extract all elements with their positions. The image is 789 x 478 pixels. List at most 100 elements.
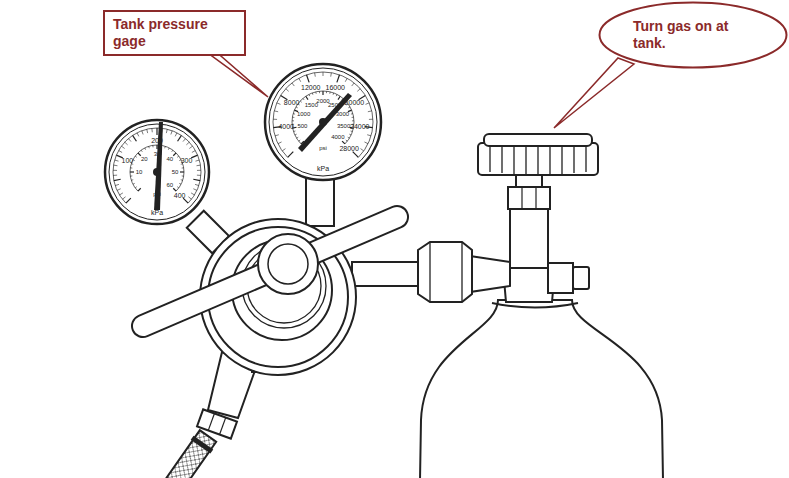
gauge-tick bbox=[365, 103, 369, 105]
gauge-tick bbox=[195, 160, 199, 161]
gauge-tick bbox=[275, 135, 279, 136]
gauge-tick bbox=[282, 149, 285, 151]
gauge-tick bbox=[188, 197, 191, 199]
gauge-tick bbox=[297, 137, 299, 138]
gauge-tick bbox=[133, 135, 137, 141]
gauge-tick bbox=[348, 137, 350, 138]
gauge-tick bbox=[119, 193, 122, 195]
gauge-tick bbox=[173, 153, 176, 156]
dial-number: 1500 bbox=[305, 102, 318, 108]
dial-number: 400 bbox=[174, 191, 186, 198]
gauge-tick bbox=[171, 131, 172, 135]
gauge-tick bbox=[178, 135, 182, 141]
dial-number: kPa bbox=[151, 209, 163, 216]
gauge-tick bbox=[314, 73, 316, 77]
gauge-tick bbox=[288, 152, 294, 158]
gauge-tick bbox=[277, 103, 281, 105]
tank-valve bbox=[573, 267, 589, 289]
gas-tank bbox=[492, 303, 578, 308]
gauge-needles bbox=[298, 93, 352, 152]
inlet-connection bbox=[429, 242, 430, 302]
gauge-tick bbox=[345, 78, 347, 82]
gauge-needles bbox=[154, 122, 163, 210]
regulator-handle bbox=[258, 234, 318, 294]
valve-knob bbox=[490, 147, 586, 174]
tank-valve bbox=[508, 187, 550, 209]
gauge-stems bbox=[306, 176, 334, 226]
regulator-handle bbox=[268, 244, 308, 284]
regulator-handle bbox=[143, 217, 397, 326]
inlet-connection bbox=[352, 262, 420, 286]
dial-number: kPa bbox=[317, 165, 329, 172]
gas-tank bbox=[420, 300, 663, 478]
outlet-fitting bbox=[208, 413, 214, 430]
gauge-tick bbox=[119, 151, 122, 153]
dial-number: 2000 bbox=[316, 98, 329, 104]
dial-number: 12000 bbox=[301, 84, 320, 91]
gauge-tick bbox=[183, 198, 188, 203]
gauge-tick bbox=[114, 165, 118, 167]
gauge-tick bbox=[166, 129, 168, 133]
gauge-tick bbox=[180, 171, 184, 172]
gauge-tick bbox=[121, 146, 124, 148]
gauge-tick bbox=[137, 133, 139, 137]
outlet-fitting bbox=[220, 418, 226, 435]
valve-knob bbox=[478, 134, 598, 175]
dial-number: 50 bbox=[172, 169, 179, 175]
tank-valve bbox=[548, 263, 573, 293]
dial-number: 300 bbox=[181, 156, 193, 163]
callout-bubble: Turn gas on at tank. bbox=[598, 1, 788, 69]
braided-hose bbox=[191, 436, 214, 454]
dial-number: 500 bbox=[297, 123, 307, 129]
dial-number: 1000 bbox=[297, 111, 310, 117]
gauge-tick bbox=[113, 175, 117, 176]
gauge-tick bbox=[353, 152, 359, 158]
gas-tank bbox=[420, 300, 663, 478]
gauge-tick bbox=[286, 89, 289, 92]
dial-number: 4000 bbox=[331, 134, 344, 140]
tank-pressure-gauge bbox=[269, 68, 377, 176]
gauge-needles bbox=[153, 93, 352, 210]
valve-knob bbox=[478, 143, 598, 175]
gauge-needles bbox=[153, 168, 161, 176]
gauge-tick bbox=[173, 188, 176, 191]
dial-number: 20000 bbox=[345, 99, 364, 106]
dial-number: 3000 bbox=[336, 111, 349, 117]
dial-number: psi bbox=[153, 191, 161, 197]
tank-pressure-gauge bbox=[265, 64, 381, 180]
gauge-tick bbox=[306, 75, 309, 83]
gauge-tick bbox=[352, 83, 354, 86]
dial-number: 28000 bbox=[339, 145, 358, 152]
gauge-tick bbox=[292, 83, 294, 86]
gauge-tick bbox=[156, 145, 157, 149]
gauge-tick bbox=[151, 128, 152, 132]
gauge-tick bbox=[197, 175, 201, 176]
gauge-tick bbox=[364, 142, 368, 144]
callout-leaders bbox=[554, 58, 634, 128]
dial-number: psi bbox=[319, 145, 327, 151]
braided-hose bbox=[158, 429, 218, 478]
callout-outline bbox=[598, 1, 788, 69]
gauge-tick bbox=[156, 128, 157, 135]
tank-valve bbox=[521, 187, 522, 209]
gauge-tick bbox=[146, 129, 148, 133]
callout-box: Tank pressure gage bbox=[103, 10, 246, 56]
dial-number: 20 bbox=[141, 156, 148, 162]
gauge-tick bbox=[189, 146, 192, 148]
regulator-handle bbox=[143, 217, 397, 326]
gauge-tick bbox=[125, 142, 128, 145]
low-pressure-gauge bbox=[105, 120, 209, 224]
gauge-tick bbox=[306, 96, 308, 99]
gauge-tick bbox=[367, 135, 371, 136]
tank-valve bbox=[516, 175, 542, 187]
gauge-tick bbox=[323, 72, 324, 76]
dial-number: 30 bbox=[154, 151, 161, 157]
gauge-tick bbox=[191, 193, 194, 195]
gauge-tick bbox=[130, 171, 134, 172]
callout-leaders bbox=[186, 37, 634, 128]
inlet-connection bbox=[461, 242, 462, 302]
gauge-tick bbox=[330, 73, 332, 77]
inlet-connection bbox=[418, 242, 472, 302]
